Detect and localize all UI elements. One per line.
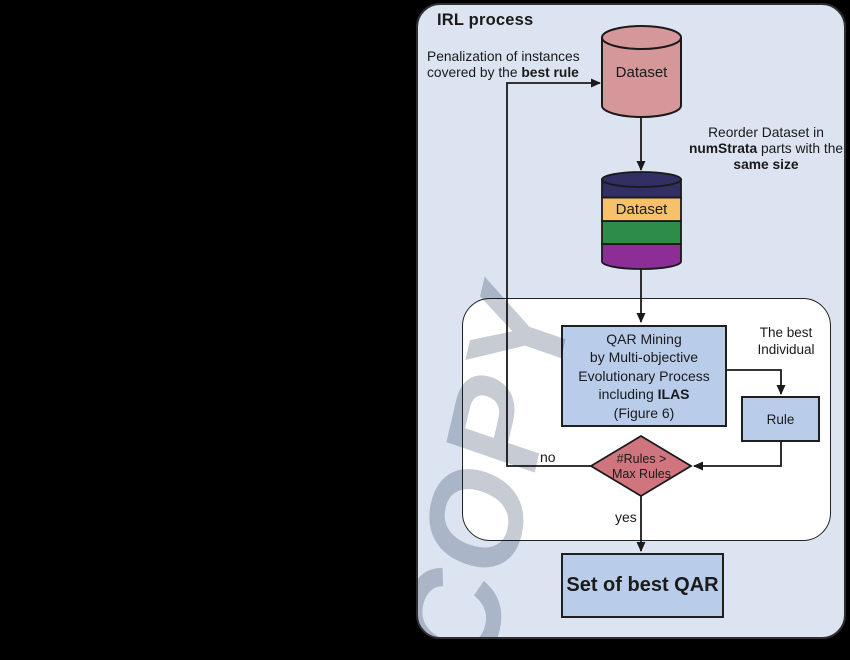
qar-mining-box: QAR Mining by Multi-objective Evolutiona…: [561, 325, 727, 427]
qar-line5: (Figure 6): [613, 404, 675, 421]
penalization-note: Penalization of instances covered by the…: [427, 49, 580, 81]
qar-line1: QAR Mining: [606, 330, 682, 347]
set-box-label: Set of best QAR: [566, 574, 719, 596]
decision-label: #Rules > Max Rules: [611, 452, 672, 481]
reorder-line3: same size: [733, 156, 799, 172]
rule-box-label: Rule: [766, 411, 795, 427]
reorder-line2: numStrata parts with the: [688, 140, 844, 156]
dataset-cylinder-label: Dataset: [615, 64, 668, 81]
yes-label: yes: [615, 509, 637, 525]
stratified-dataset-cylinder: [601, 171, 682, 270]
qar-line2: by Multi-objective: [589, 349, 699, 366]
loop-return-arrow: [506, 78, 601, 467]
strata-dataset-label: Dataset: [615, 201, 668, 218]
reorder-note: Reorder Dataset in numStrata parts with …: [685, 125, 844, 172]
irl-process-panel: IRL process Penalization of instances co…: [416, 3, 846, 639]
penalization-line2: covered by the best rule: [427, 64, 579, 80]
rule-to-decision-arrow: [693, 442, 782, 471]
penalization-line1: Penalization of instances: [427, 49, 580, 64]
decision-diamond: [589, 434, 693, 498]
qar-line3: Evolutionary Process: [578, 367, 710, 384]
qar-line4: including ILAS: [598, 386, 690, 403]
best-individual-label: The best Individual: [757, 325, 815, 357]
flow-arrows-svg: [506, 25, 786, 552]
rule-box: Rule: [741, 396, 820, 442]
reorder-line1: Reorder Dataset in: [708, 125, 824, 140]
dataset-cylinder: [601, 25, 682, 118]
qar-to-rule-arrow: [727, 369, 786, 395]
panel-title: IRL process: [437, 11, 534, 29]
no-label: no: [540, 449, 556, 465]
set-of-best-qar-box: Set of best QAR: [561, 553, 724, 618]
